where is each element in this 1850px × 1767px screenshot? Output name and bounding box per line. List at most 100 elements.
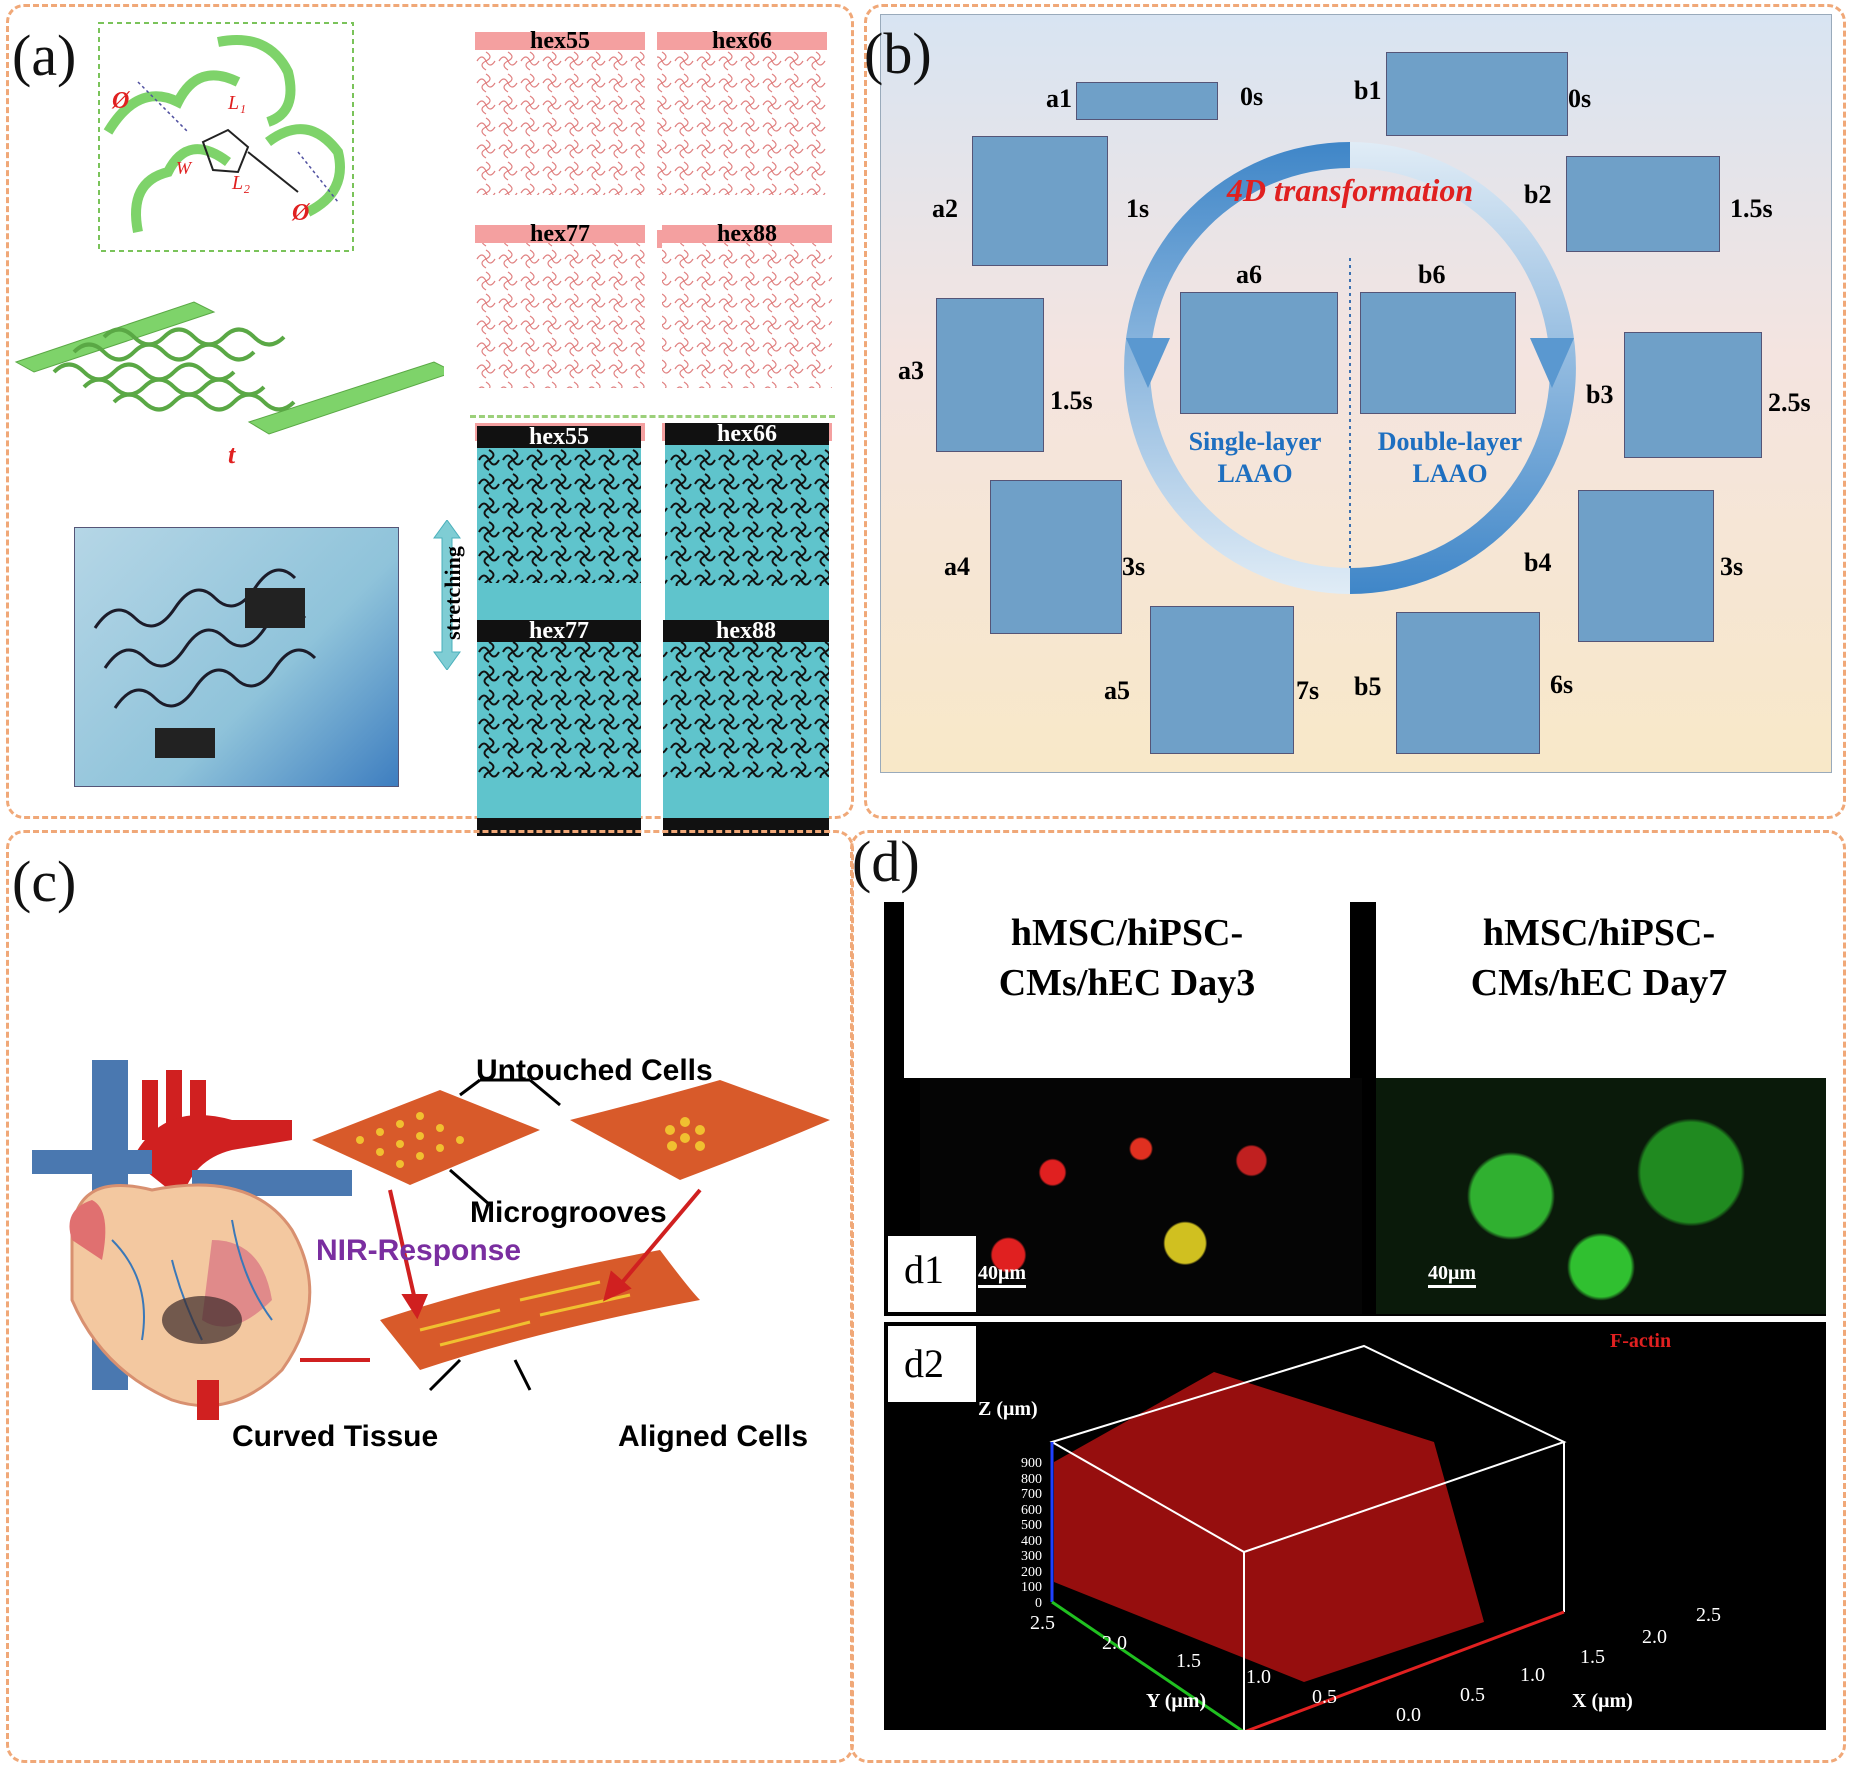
- time-b2: 1.5s: [1730, 194, 1773, 223]
- design-patterns: [475, 50, 832, 388]
- time-a2: 1s: [1126, 194, 1150, 223]
- x-tick-1: 0.5: [1460, 1684, 1485, 1706]
- phi-symbol-2: Ø: [292, 200, 310, 226]
- scale-bar-day7: 40μm: [1428, 1262, 1476, 1288]
- unit-cell-inset: [98, 22, 354, 252]
- z-tick: 500: [1021, 1518, 1042, 1533]
- photo-a5: [1150, 606, 1294, 754]
- curved-tissue-label: Curved Tissue: [232, 1420, 439, 1453]
- z-tick: 300: [1021, 1549, 1042, 1564]
- time-a4: 3s: [1122, 552, 1146, 581]
- transformation-ring: [1124, 142, 1576, 594]
- design-hex55-label: hex55: [530, 28, 590, 54]
- y-tick-4: 0.5: [1312, 1686, 1337, 1708]
- panel-b-label: (b): [864, 21, 932, 86]
- z-tick: 800: [1021, 1471, 1042, 1487]
- tissue-sheets: [300, 1078, 830, 1392]
- photo-a1: [1076, 82, 1218, 120]
- d2-3d-box: [1049, 1344, 1567, 1730]
- time-a5: 7s: [1296, 676, 1320, 705]
- panel-d: [850, 830, 1846, 1763]
- time-b4: 3s: [1720, 552, 1744, 581]
- y-tick-2: 1.5: [1176, 1650, 1201, 1672]
- panel-b: [864, 4, 1846, 819]
- id-a1: a1: [1046, 84, 1072, 113]
- d2-label: d2: [904, 1341, 944, 1386]
- panel-c-label: (c): [12, 849, 77, 914]
- aligned-cells-label: Aligned Cells: [618, 1420, 809, 1453]
- photo-b4: [1578, 490, 1714, 642]
- untouched-cells-label: Untouched Cells: [476, 1054, 713, 1087]
- z-tick: 100: [1021, 1580, 1042, 1595]
- stretching-label: stretching: [440, 546, 465, 640]
- y-tick-3: 1.0: [1246, 1666, 1271, 1688]
- photo-a4: [990, 480, 1122, 634]
- photo-hex88-label: hex88: [716, 618, 776, 644]
- id-a4: a4: [944, 552, 970, 581]
- z-tick: 400: [1021, 1533, 1042, 1549]
- id-a6: a6: [1236, 260, 1262, 289]
- z-tick: 600: [1021, 1502, 1042, 1518]
- nir-response-label: NIR-Response: [316, 1234, 522, 1267]
- id-a3: a3: [898, 356, 924, 385]
- d1-label-box: [888, 1236, 976, 1312]
- time-b5: 6s: [1550, 670, 1574, 699]
- x-tick-0: 0.0: [1396, 1704, 1421, 1726]
- day3-title: hMSC/hiPSC-CMs/hEC Day3: [998, 912, 1256, 1004]
- day7-title-box: [1376, 902, 1826, 1078]
- id-b5: b5: [1354, 672, 1382, 701]
- stretched-patterns: [477, 448, 829, 778]
- id-b6: b6: [1418, 260, 1446, 289]
- y-tick-0: 2.5: [1030, 1612, 1055, 1634]
- x-tick-3: 1.5: [1580, 1646, 1605, 1668]
- time-b3: 2.5s: [1768, 388, 1811, 417]
- photo-a6: [1180, 292, 1338, 414]
- x-tick-2: 1.0: [1520, 1664, 1545, 1686]
- heart-illustration: [32, 1060, 352, 1420]
- t-symbol: t: [228, 440, 236, 469]
- x-tick-4: 2.0: [1642, 1626, 1667, 1648]
- photo-a3: [936, 298, 1044, 452]
- photo-b3: [1624, 332, 1762, 458]
- day7-title: hMSC/hiPSC-CMs/hEC Day7: [1470, 912, 1728, 1004]
- day3-image: [920, 1078, 1362, 1314]
- green-dashed-divider: [470, 415, 835, 418]
- photo-hex77-label: hex77: [529, 618, 589, 644]
- d2-label-box: [888, 1326, 976, 1402]
- z-axis-label: Z (μm): [978, 1398, 1038, 1420]
- y-tick-1: 2.0: [1102, 1632, 1127, 1654]
- design-hex77-label: hex77: [530, 221, 590, 247]
- double-layer-caption: Double-layer LAAO: [1377, 427, 1523, 488]
- id-b3: b3: [1586, 380, 1614, 409]
- scale-bar-day3: 40μm: [978, 1262, 1026, 1288]
- stretching-arrow: [433, 520, 461, 670]
- design-hex88-label: hex88: [717, 221, 777, 247]
- l1-symbol: L₁: [228, 92, 247, 114]
- id-a2: a2: [932, 194, 958, 223]
- id-b4: b4: [1524, 548, 1552, 577]
- y-axis-label: Y (μm): [1146, 1690, 1207, 1712]
- id-a5: a5: [1104, 676, 1130, 705]
- z-tick: 0: [1035, 1595, 1042, 1611]
- time-a3: 1.5s: [1050, 386, 1093, 415]
- photo-b2: [1566, 156, 1720, 252]
- design-hex66-label: hex66: [712, 28, 772, 54]
- factin-label: F-actin: [1610, 1330, 1672, 1352]
- photo-b6: [1360, 292, 1516, 414]
- z-tick: 200: [1021, 1564, 1042, 1580]
- panel-a: [6, 4, 854, 819]
- x-tick-5: 2.5: [1696, 1604, 1721, 1626]
- panel-a-label: (a): [12, 23, 77, 88]
- panel-d-label: (d): [852, 829, 920, 894]
- id-b1: b1: [1354, 76, 1382, 105]
- w-symbol: W: [176, 158, 191, 178]
- photo-b5: [1396, 612, 1540, 754]
- single-layer-caption: Single-layer LAAO: [1188, 427, 1322, 488]
- day3-title-box: [904, 902, 1350, 1078]
- z-tick: 700: [1021, 1487, 1042, 1502]
- phi-symbol-1: Ø: [112, 88, 130, 114]
- stretched-lattice-photo: [74, 527, 399, 787]
- z-ticks: 900 800 700 600 500 400 300 200 100 0: [996, 1456, 1042, 1611]
- time-b1: 0s: [1568, 84, 1592, 113]
- center-title: 4D transformation: [1226, 172, 1474, 208]
